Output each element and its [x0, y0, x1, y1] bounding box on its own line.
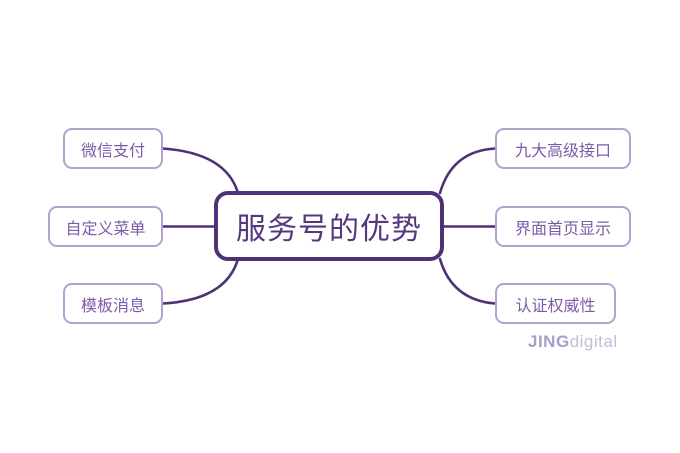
- jingdigital-logo-light-text: digital: [569, 332, 618, 351]
- connector-wechat-pay: [161, 147, 240, 195]
- branch-node-label: 认证权威性: [515, 297, 596, 315]
- root-node[interactable]: 服务号的优势: [214, 191, 444, 261]
- branch-node-authentication[interactable]: 认证权威性: [495, 283, 616, 324]
- root-node-label: 服务号的优势: [236, 213, 422, 246]
- branch-node-homepage-display[interactable]: 界面首页显示: [495, 206, 631, 247]
- connector-authentication: [438, 257, 497, 305]
- branch-node-wechat-pay[interactable]: 微信支付: [63, 128, 163, 169]
- connector-nine-interfaces: [438, 147, 497, 195]
- jingdigital-logo-bold-text: JING: [528, 332, 570, 351]
- branch-node-label: 模板消息: [80, 297, 145, 315]
- branch-node-template-message[interactable]: 模板消息: [63, 283, 163, 324]
- branch-node-label: 界面首页显示: [514, 220, 611, 238]
- branch-node-nine-interfaces[interactable]: 九大高级接口: [495, 128, 631, 169]
- branch-node-label: 九大高级接口: [514, 142, 611, 160]
- jingdigital-logo: JINGdigital: [528, 332, 618, 352]
- branch-node-label: 微信支付: [80, 142, 145, 160]
- branch-node-custom-menu[interactable]: 自定义菜单: [48, 206, 163, 247]
- connector-template-message: [161, 257, 240, 305]
- branch-node-label: 自定义菜单: [65, 220, 146, 238]
